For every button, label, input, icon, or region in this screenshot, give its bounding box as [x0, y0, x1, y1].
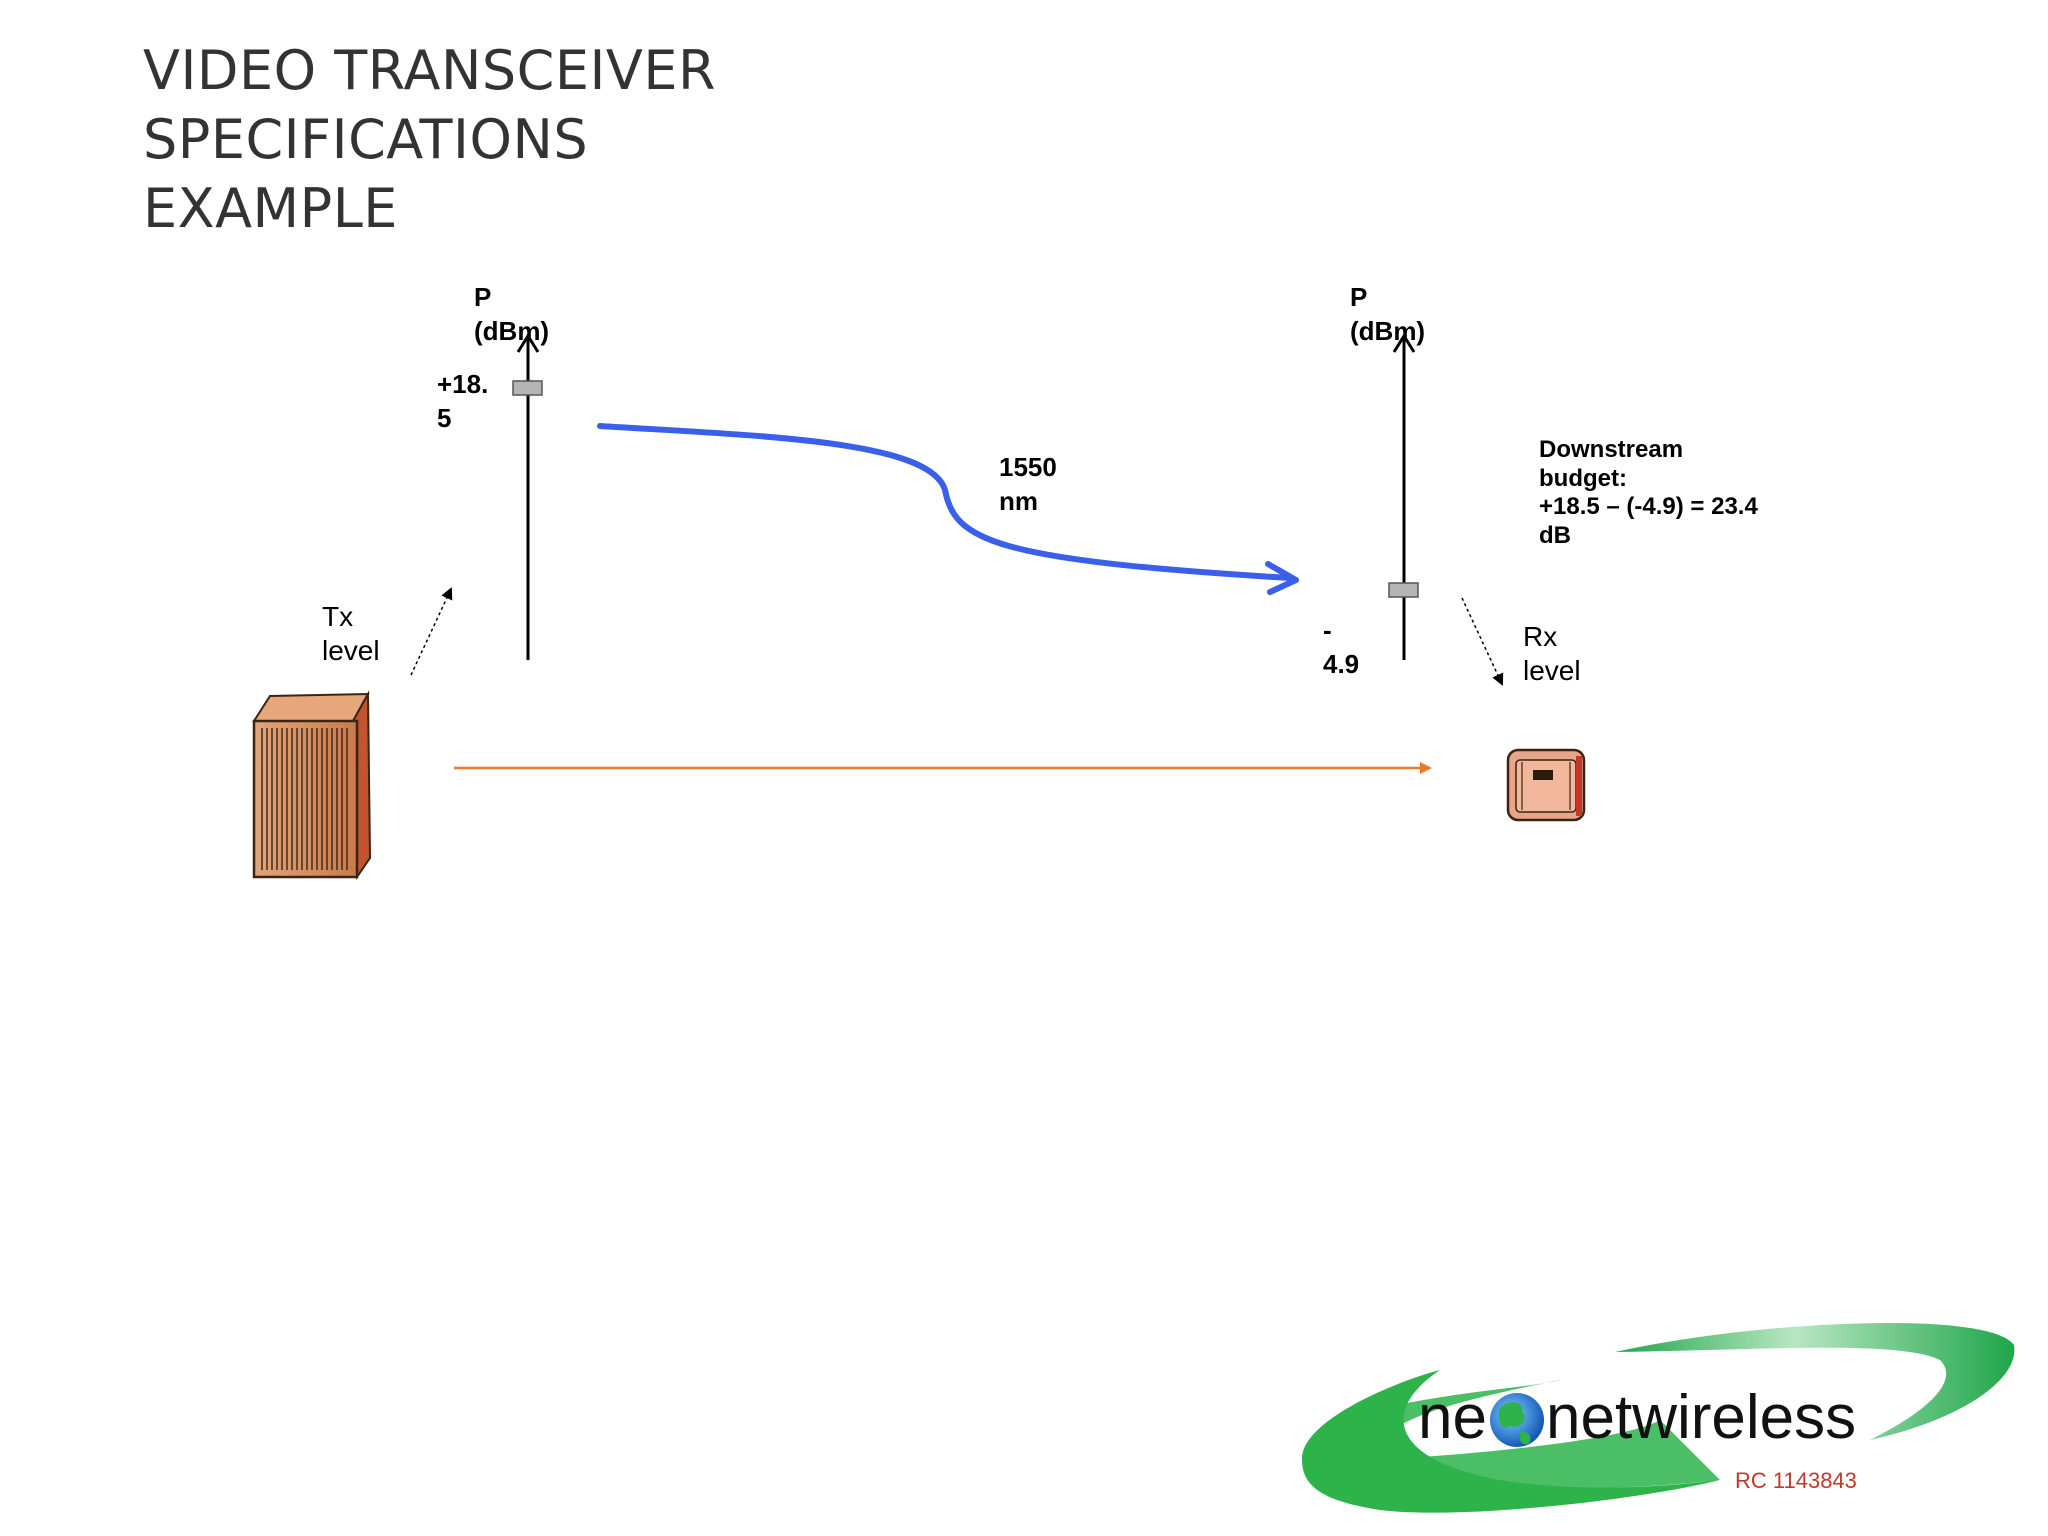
rx-level-line-1: Rx — [1523, 621, 1558, 652]
rx-power-value-line-2: 4.9 — [1323, 649, 1360, 679]
tx-axis-unit-line-2: (dBm) — [474, 316, 550, 346]
tx-axis-unit-line-1: P — [474, 282, 492, 312]
tx-power-value-line-1: +18. — [437, 369, 489, 399]
transmitter-device-icon — [252, 690, 372, 881]
tx-power-axis — [512, 333, 543, 660]
title-line-3: EXAMPLE — [143, 177, 398, 240]
wavelength-line-2: nm — [999, 486, 1038, 516]
budget-line-1: Downstream — [1539, 436, 1684, 463]
tx-level-marker — [512, 380, 543, 396]
rx-power-value-line-1: - — [1323, 615, 1332, 645]
rx-level-label: Rx level — [1523, 620, 1581, 688]
tx-level-label: Tx level — [322, 600, 380, 668]
slide-title: VIDEO TRANSCEIVER SPECIFICATIONS EXAMPLE — [143, 36, 716, 243]
rx-level-line-2: level — [1523, 655, 1581, 686]
rx-axis-unit-line-2: (dBm) — [1350, 316, 1426, 346]
signal-curve-arrow — [597, 423, 1299, 595]
downstream-budget: Downstream budget: +18.5 – (-4.9) = 23.4… — [1539, 435, 1758, 551]
rx-pointer-arrow — [1461, 597, 1504, 686]
tx-level-line-2: level — [322, 635, 380, 666]
tx-power-value-line-2: 5 — [437, 403, 452, 433]
neotel-logo — [1301, 1322, 2015, 1513]
logo-text-right: netwireless — [1546, 1383, 1857, 1452]
wavelength-line-1: 1550 — [999, 452, 1057, 482]
tx-power-value: +18. 5 — [437, 367, 488, 435]
rx-power-axis — [1388, 333, 1419, 660]
rx-power-value: - 4.9 — [1323, 613, 1359, 681]
tx-axis-unit: P (dBm) — [474, 280, 549, 348]
title-line-1: VIDEO TRANSCEIVER — [143, 39, 716, 102]
wavelength-label: 1550 nm — [999, 450, 1057, 518]
rx-level-marker — [1388, 582, 1419, 598]
budget-line-2: budget: — [1539, 465, 1627, 492]
tx-level-line-1: Tx — [322, 601, 354, 632]
budget-line-4: dB — [1539, 522, 1571, 549]
budget-line-3: +18.5 – (-4.9) = 23.4 — [1539, 493, 1758, 520]
receiver-device-icon — [1506, 748, 1586, 822]
tx-pointer-arrow — [410, 587, 453, 676]
rx-axis-unit: P (dBm) — [1350, 280, 1425, 348]
logo-registration: RC 1143843 — [1735, 1468, 1857, 1493]
rx-axis-unit-line-1: P — [1350, 282, 1368, 312]
logo-text-left: ne — [1418, 1383, 1487, 1452]
title-line-2: SPECIFICATIONS — [143, 108, 589, 171]
